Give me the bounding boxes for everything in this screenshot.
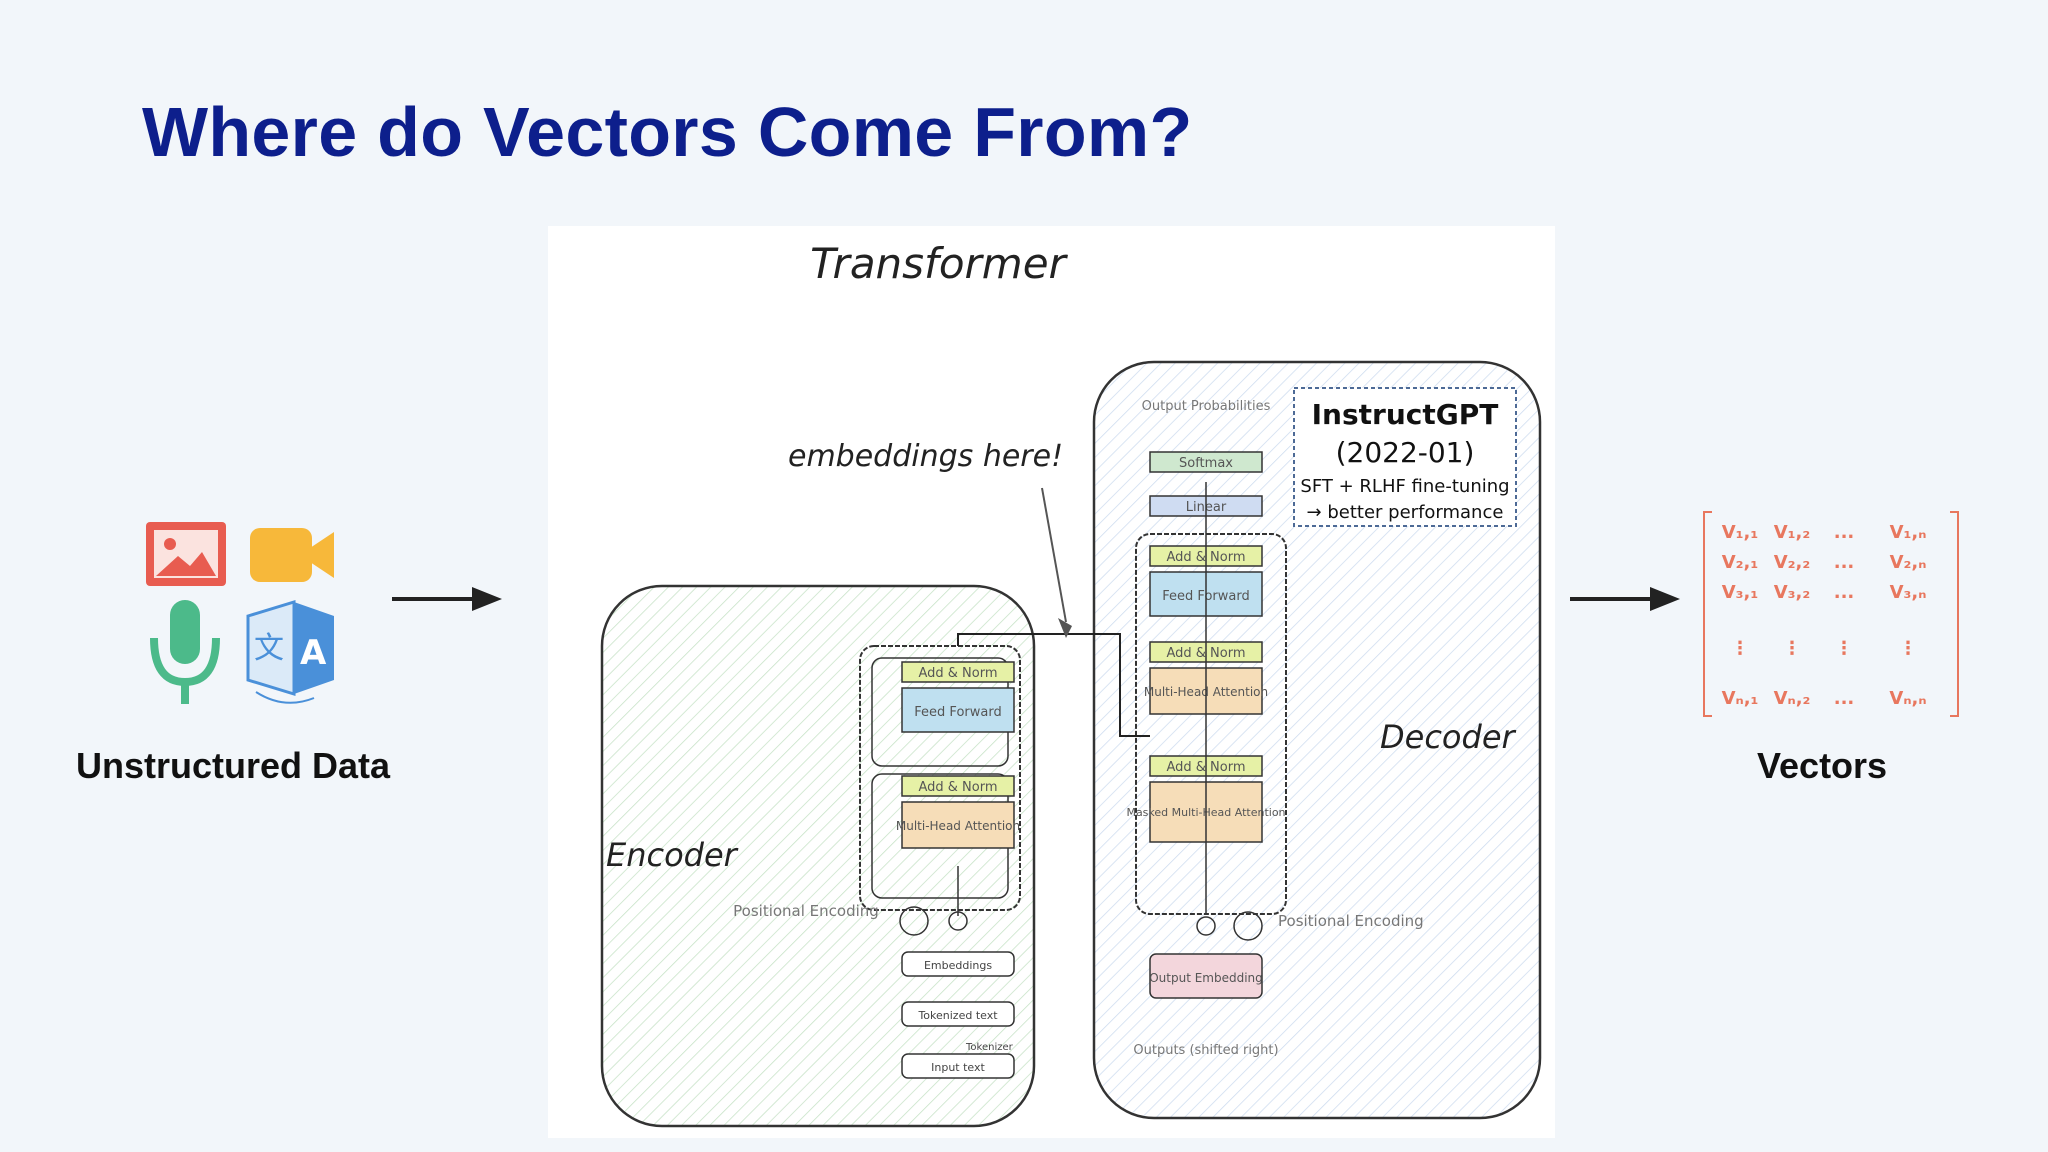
matrix-cell: Vₙ,₂ bbox=[1774, 688, 1811, 709]
matrix-cell: V₁,ₙ bbox=[1890, 522, 1927, 543]
enc-embeddings: Embeddings bbox=[924, 959, 992, 972]
enc-feed-forward: Feed Forward bbox=[914, 705, 1001, 720]
matrix-cell: V₃,₁ bbox=[1722, 582, 1759, 603]
image-icon bbox=[146, 522, 226, 586]
transformer-diagram: Transformer Encoder Add & Norm Feed Forw… bbox=[548, 226, 1555, 1138]
matrix-cell: V₁,₁ bbox=[1722, 522, 1759, 543]
matrix-cell: ⋮ bbox=[1731, 638, 1749, 659]
dec-output-probs: Output Probabilities bbox=[1142, 399, 1271, 414]
matrix-cell: V₂,ₙ bbox=[1890, 552, 1927, 573]
embeddings-annotation: embeddings here! bbox=[788, 439, 1063, 474]
matrix-cell: ... bbox=[1834, 552, 1855, 573]
enc-attention: Multi-Head Attention bbox=[896, 819, 1020, 833]
svg-text:A: A bbox=[300, 633, 327, 673]
matrix-cell: ... bbox=[1834, 522, 1855, 543]
dec-softmax: Softmax bbox=[1179, 456, 1233, 471]
enc-add-norm-top: Add & Norm bbox=[918, 666, 997, 681]
matrix-cell: Vₙ,₁ bbox=[1722, 688, 1759, 709]
matrix-cell: V₁,₂ bbox=[1774, 522, 1811, 543]
unstructured-data-label: Unstructured Data bbox=[76, 745, 391, 786]
enc-add-norm-bottom: Add & Norm bbox=[918, 780, 997, 795]
svg-text:文: 文 bbox=[254, 631, 284, 666]
unstructured-data-icons: 文 A bbox=[146, 522, 334, 704]
diagram-title: Transformer bbox=[810, 239, 1068, 288]
enc-positional: Positional Encoding bbox=[733, 902, 879, 920]
dec-positional: Positional Encoding bbox=[1278, 912, 1424, 930]
matrix-cell: V₂,₂ bbox=[1774, 552, 1811, 573]
decoder-label: Decoder bbox=[1380, 718, 1517, 756]
instructgpt-callout bbox=[1293, 387, 1517, 527]
matrix-cell: Vₙ,ₙ bbox=[1889, 688, 1926, 709]
callout-subtitle: (2022-01) bbox=[1336, 436, 1475, 469]
encoder-label: Encoder bbox=[606, 836, 739, 874]
enc-tokenized: Tokenized text bbox=[917, 1009, 998, 1022]
vectors-label: Vectors bbox=[1757, 745, 1888, 786]
microphone-icon bbox=[150, 600, 220, 704]
enc-tokenizer: Tokenizer bbox=[965, 1042, 1014, 1053]
arrow-right-icon bbox=[392, 587, 502, 611]
dec-outputs: Outputs (shifted right) bbox=[1133, 1043, 1278, 1058]
matrix-cell: ⋮ bbox=[1899, 638, 1917, 659]
matrix-cell: ⋮ bbox=[1783, 638, 1801, 659]
arrow-right-icon bbox=[1570, 587, 1680, 611]
matrix-cell: V₂,₁ bbox=[1722, 552, 1759, 573]
dec-output-embedding: Output Embedding bbox=[1149, 971, 1263, 985]
matrix-cell: ⋮ bbox=[1835, 638, 1853, 659]
video-camera-icon bbox=[250, 528, 334, 582]
callout-line1: SFT + RLHF fine-tuning bbox=[1300, 476, 1509, 497]
matrix-cell: V₃,ₙ bbox=[1890, 582, 1927, 603]
translate-icon: 文 A bbox=[246, 599, 334, 704]
callout-line2: → better performance bbox=[1307, 502, 1504, 523]
callout-title: InstructGPT bbox=[1312, 398, 1499, 431]
page-title: Where do Vectors Come From? bbox=[142, 93, 1193, 171]
matrix-cell: ... bbox=[1834, 582, 1855, 603]
enc-input: Input text bbox=[931, 1061, 985, 1074]
matrix-cell: ... bbox=[1834, 688, 1855, 709]
matrix-cell: V₃,₂ bbox=[1774, 582, 1811, 603]
